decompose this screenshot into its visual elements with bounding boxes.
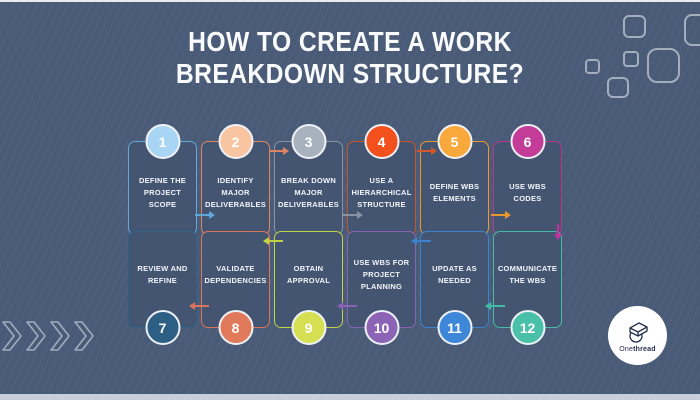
step-card-3: 3 BREAK DOWN MAJOR DELIVERABLES — [274, 124, 343, 235]
step-number: 6 — [523, 133, 532, 150]
chevrons-icon — [2, 321, 94, 351]
onethread-logo: Onethread — [608, 306, 667, 365]
decor-square-icon — [623, 15, 646, 38]
page-title: HOW TO CREATE A WORK BREAKDOWN STRUCTURE… — [42, 26, 658, 90]
step-number-badge: 12 — [510, 310, 545, 345]
step-card-8: 8 VALIDATE DEPENDENCIES — [201, 231, 270, 345]
logo-wordmark: Onethread — [619, 346, 655, 353]
step-card-12: 12 COMMUNICATE THE WBS — [493, 231, 562, 345]
connector-arrow-5-6 — [491, 211, 511, 219]
step-number: 7 — [158, 319, 167, 336]
step-number: 5 — [450, 133, 459, 150]
step-number: 4 — [377, 133, 386, 150]
step-number: 10 — [373, 319, 390, 336]
step-number-badge: 3 — [291, 124, 326, 159]
connector-arrow-6-12 — [554, 224, 562, 240]
step-number: 9 — [304, 319, 313, 336]
step-card-5: 5 DEFINE WBS ELEMENTS — [420, 124, 489, 235]
step-label: DEFINE THE PROJECT SCOPE — [138, 176, 187, 209]
steps-row-2: 7 REVIEW AND REFINE 8 VALIDATE DEPENDENC… — [128, 231, 562, 345]
connector-arrow-4-5 — [417, 147, 437, 155]
step-number-badge: 9 — [291, 310, 326, 345]
step-number: 2 — [231, 133, 240, 150]
spool-3d-icon — [628, 321, 648, 343]
decor-square-icon — [623, 51, 639, 67]
connector-arrow-2-3 — [269, 147, 289, 155]
step-label: USE WBS FOR PROJECT PLANNING — [353, 257, 410, 291]
step-number-badge: 5 — [437, 124, 472, 159]
top-divider — [0, 0, 700, 2]
step-label: VALIDATE DEPENDENCIES — [204, 263, 267, 285]
step-number: 11 — [447, 319, 462, 336]
step-number-badge: 11 — [437, 310, 472, 345]
step-number-badge: 1 — [145, 124, 180, 159]
step-card-9: 9 OBTAIN APPROVAL — [274, 231, 343, 345]
decor-square-icon — [585, 59, 600, 74]
bottom-divider — [0, 394, 700, 400]
step-number: 8 — [231, 319, 240, 336]
step-number: 12 — [519, 319, 536, 336]
logo-suffix: thread — [633, 345, 656, 353]
step-number-badge: 4 — [364, 124, 399, 159]
logo-prefix: One — [619, 345, 634, 353]
step-label: OBTAIN APPROVAL — [286, 263, 331, 285]
connector-arrow-10-9 — [337, 302, 357, 310]
step-card-7: 7 REVIEW AND REFINE — [128, 231, 197, 345]
step-card-4: 4 USE A HIERARCHICAL STRUCTURE — [347, 124, 416, 235]
step-card-10: 10 USE WBS FOR PROJECT PLANNING — [347, 231, 416, 345]
title-line-2: BREAKDOWN STRUCTURE? — [175, 58, 525, 89]
step-card-11: 11 UPDATE AS NEEDED — [420, 231, 489, 345]
step-number-badge: 7 — [145, 310, 180, 345]
step-number-badge: 10 — [364, 310, 399, 345]
step-number: 1 — [158, 133, 167, 150]
connector-arrow-8-7 — [189, 302, 209, 310]
connector-arrow-12-11 — [485, 302, 505, 310]
step-label: USE WBS CODES — [509, 182, 546, 203]
step-label: REVIEW AND REFINE — [137, 263, 188, 285]
connector-arrow-11-10 — [411, 237, 431, 245]
step-number-badge: 6 — [510, 124, 545, 159]
step-label: COMMUNICATE THE WBS — [497, 263, 558, 285]
step-card-6: 6 USE WBS CODES — [493, 124, 562, 235]
title-line-1: HOW TO CREATE A WORK — [188, 26, 512, 57]
step-card-1: 1 DEFINE THE PROJECT SCOPE — [128, 124, 197, 235]
connector-arrow-3-4 — [343, 211, 363, 219]
step-card-2: 2 IDENTIFY MAJOR DELIVERABLES — [201, 124, 270, 235]
step-number: 3 — [304, 133, 313, 150]
decor-square-icon — [684, 14, 700, 46]
connector-arrow-9-8 — [263, 237, 283, 245]
step-label: BREAK DOWN MAJOR DELIVERABLES — [278, 176, 339, 209]
step-label: IDENTIFY MAJOR DELIVERABLES — [205, 176, 266, 209]
step-label: USE A HIERARCHICAL STRUCTURE — [351, 176, 412, 209]
decor-square-icon — [647, 48, 680, 83]
step-label: UPDATE AS NEEDED — [432, 263, 477, 285]
steps-row-1: 1 DEFINE THE PROJECT SCOPE 2 IDENTIFY MA… — [128, 124, 562, 235]
step-number-badge: 2 — [218, 124, 253, 159]
connector-arrow-1-2 — [195, 211, 215, 219]
step-label: DEFINE WBS ELEMENTS — [429, 182, 480, 203]
step-number-badge: 8 — [218, 310, 253, 345]
decor-square-icon — [607, 77, 629, 98]
